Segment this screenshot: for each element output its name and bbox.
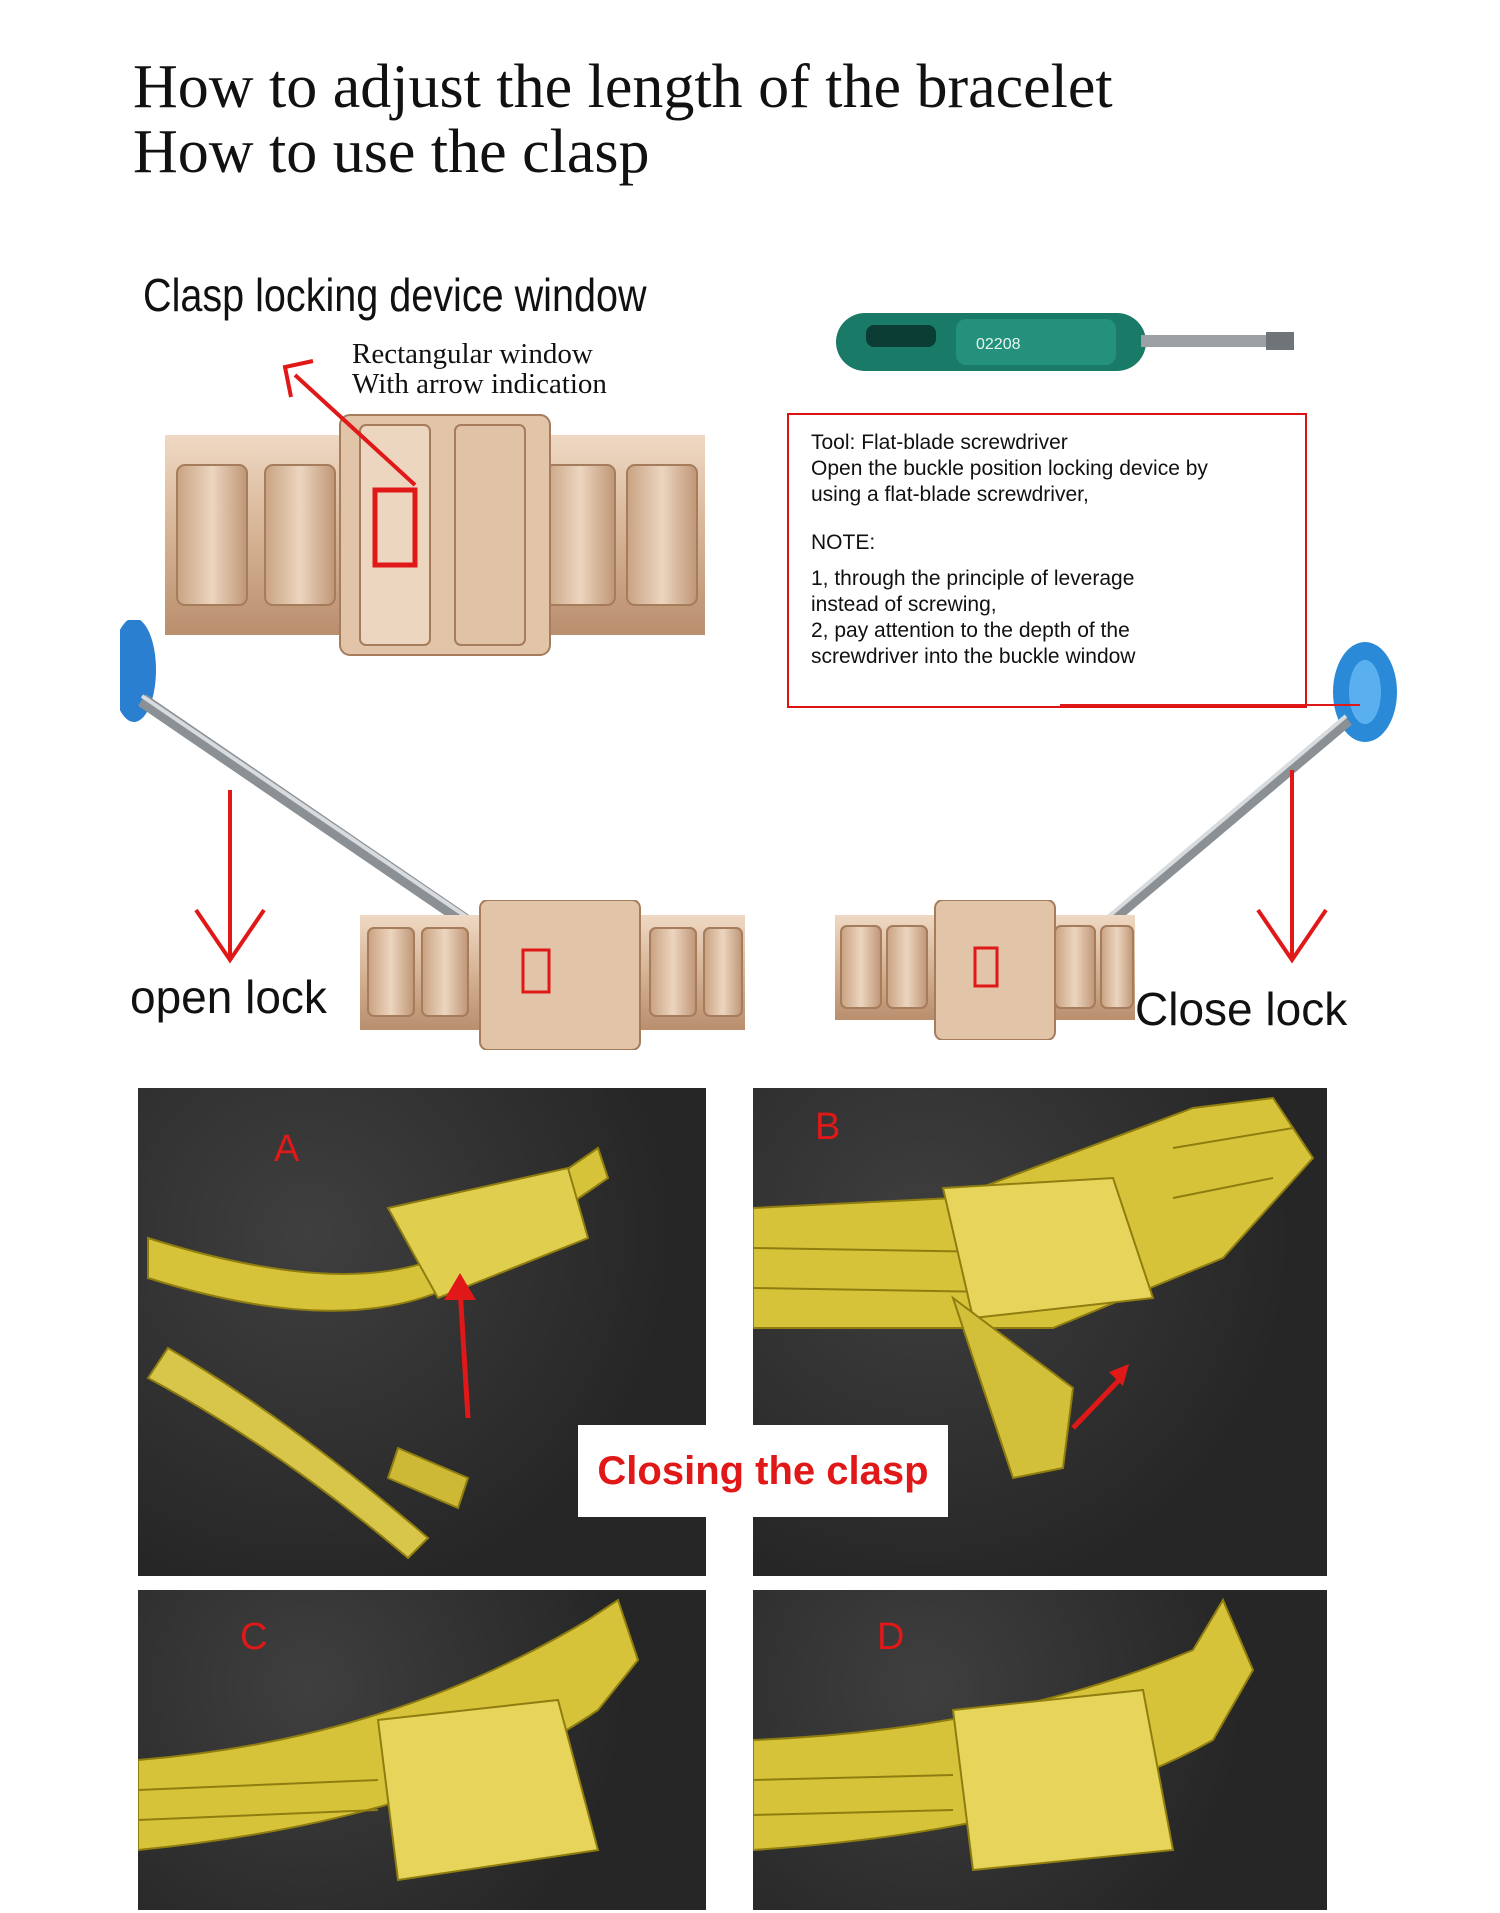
screwdriver-image: 02208 bbox=[836, 313, 1294, 371]
step-d-label: D bbox=[877, 1616, 905, 1658]
tool-instruction-line: Open the buckle position locking device … bbox=[811, 457, 1208, 480]
window-arrow bbox=[282, 359, 417, 487]
closing-the-clasp-label: Closing the clasp bbox=[578, 1425, 948, 1517]
tool-instruction-line: using a flat-blade screwdriver, bbox=[811, 483, 1089, 506]
page-title-line-2: How to use the clasp bbox=[133, 118, 650, 186]
step-a-label: A bbox=[274, 1128, 300, 1170]
note-item: 1, through the principle of leverage bbox=[811, 567, 1135, 590]
note-heading: NOTE: bbox=[811, 531, 876, 554]
rectangular-window-marker bbox=[372, 487, 418, 568]
page-title-line-1: How to adjust the length of the bracelet bbox=[133, 53, 1113, 121]
box-connector-line bbox=[1060, 704, 1360, 706]
close-lock-arrow bbox=[1256, 770, 1328, 964]
close-lock-label: Close lock bbox=[1135, 983, 1348, 1035]
arrow-indication-note: With arrow indication bbox=[352, 368, 607, 400]
step-c-label: C bbox=[240, 1616, 268, 1658]
close-lock-image bbox=[835, 900, 1135, 1040]
note-item: screwdriver into the buckle window bbox=[811, 645, 1136, 668]
clasp-closeup-image bbox=[165, 414, 705, 656]
step-d-photo: D bbox=[753, 1590, 1327, 1910]
open-lock-label: open lock bbox=[130, 971, 327, 1023]
clasp-window-heading: Clasp locking device window bbox=[143, 269, 647, 321]
open-lock-arrow bbox=[194, 790, 266, 964]
open-lock-image bbox=[360, 900, 745, 1050]
step-b-label: B bbox=[815, 1106, 841, 1148]
tool-line: Tool: Flat-blade screwdriver bbox=[811, 431, 1068, 454]
rectangular-window-note: Rectangular window bbox=[352, 338, 593, 370]
note-item: 2, pay attention to the depth of the bbox=[811, 619, 1130, 642]
screwdriver-model-label: 02208 bbox=[976, 336, 1021, 353]
note-item: instead of screwing, bbox=[811, 593, 997, 616]
tool-instructions-box: Tool: Flat-blade screwdriver Open the bu… bbox=[787, 413, 1307, 708]
step-c-photo: C bbox=[138, 1590, 706, 1910]
